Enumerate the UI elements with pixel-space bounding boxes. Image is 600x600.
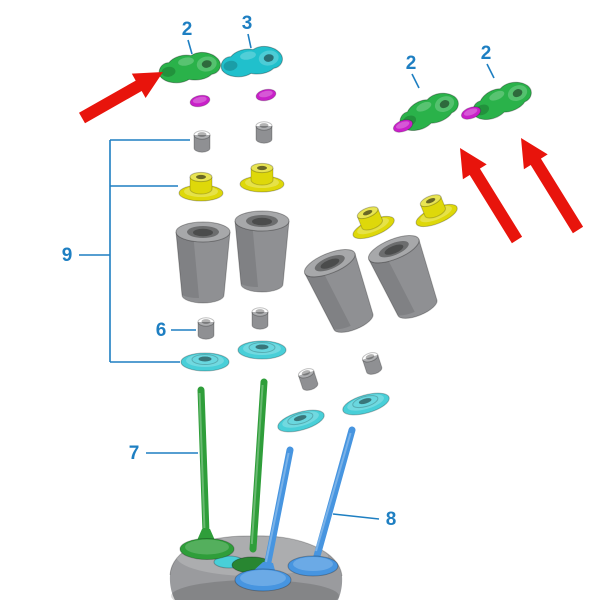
spring-seat-cyan [339,388,393,420]
spring-retainer-yellow [345,199,398,244]
spring-seat-cyan [274,405,328,437]
valve-keeper [296,366,320,393]
callout-2-mid: 2 [406,53,417,74]
valve-blue-rear [287,426,356,577]
spring-retainer-yellow [408,187,461,232]
leader-line-8 [332,513,380,520]
callout-3: 3 [242,13,253,34]
tappet-bucket [234,210,290,293]
leader-line-2-left [187,39,193,55]
spring-retainer-yellow [178,171,224,202]
leader-line-3 [247,33,252,49]
tappet-bucket [364,229,446,326]
red-arrow-icon [460,148,523,244]
valve-keeper [360,350,384,377]
rocker-arm-cyan [218,42,285,81]
valve-keeper [197,317,215,340]
red-arrow-icon [79,72,163,124]
spring-seat-cyan [180,352,230,372]
valve-keeper [255,121,273,144]
callout-6: 6 [156,320,167,341]
leader-line-2-right [486,63,495,79]
spring-retainer-yellow [239,162,285,193]
rocker-arm-green [156,48,223,87]
valve-seal [254,87,278,103]
valve-seal [188,93,212,109]
callout-2-right: 2 [481,43,492,64]
callout-9: 9 [62,245,73,266]
callout-2-left: 2 [182,19,193,40]
valve-keeper [251,307,269,330]
rocker-arm-green [467,75,537,127]
callout-7: 7 [129,443,140,464]
red-arrow-icon [521,138,584,234]
leader-bracket-9 [79,139,190,363]
tappet-bucket [175,221,231,304]
callout-8: 8 [386,509,397,530]
spring-seat-cyan [237,340,287,360]
valve-keeper [193,130,211,153]
valve-blue-front [234,446,294,592]
leader-line-2-mid [411,73,420,89]
valve-green-left [179,386,235,560]
